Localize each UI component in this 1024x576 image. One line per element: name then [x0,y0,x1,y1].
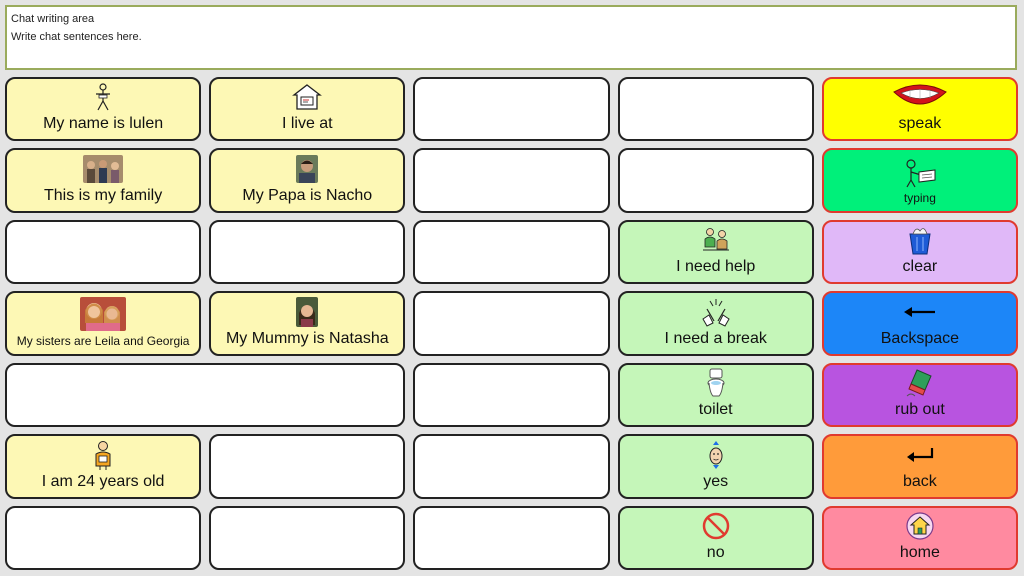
chat-placeholder: Write chat sentences here. [11,31,142,43]
name-button[interactable]: My name is lulen [5,77,202,142]
clear-button[interactable]: clear [821,219,1018,285]
chat-title: Chat writing area [11,13,95,25]
speak-label: speak [898,115,942,133]
empty-cell[interactable] [5,505,202,570]
home-button[interactable]: home [821,505,1018,570]
bin-icon [907,225,933,255]
toilet-button[interactable]: toilet [617,362,814,428]
empty-cell[interactable] [209,505,406,570]
name-label: My name is lulen [43,115,164,133]
papa-photo [296,154,319,184]
chat-writing-area[interactable]: Chat writing area Write chat sentences h… [5,5,1017,70]
backspace-label: Backspace [880,329,960,347]
mummy-label: My Mummy is Natasha [225,329,389,347]
empty-cell[interactable] [617,148,814,213]
family-photo [83,154,124,184]
typing-icon [903,158,937,188]
mouth-icon [892,82,948,112]
family-button[interactable]: This is my family [5,148,202,213]
break-button[interactable]: I need a break [617,291,814,356]
button-grid: My name is lulen I live at speak [5,77,1018,570]
speak-button[interactable]: speak [821,77,1018,142]
house-icon [292,82,323,112]
break-icon [699,297,733,327]
arrow-left-icon [903,297,937,327]
empty-cell[interactable] [413,291,610,356]
typing-button[interactable]: typing [821,148,1018,213]
papa-button[interactable]: My Papa is Nacho [209,148,406,213]
age-label: I am 24 years old [41,472,165,490]
yes-label: yes [703,472,729,490]
clear-label: clear [902,258,938,276]
help-label: I need help [676,258,756,276]
empty-wide-cell[interactable] [5,362,406,428]
no-label: no [706,544,725,561]
sisters-photo [80,296,127,331]
toilet-icon [706,368,726,398]
papa-label: My Papa is Nacho [242,186,373,204]
age-button[interactable]: I am 24 years old [5,434,202,499]
empty-cell[interactable] [617,77,814,142]
empty-cell[interactable] [209,219,406,285]
empty-cell[interactable] [413,362,610,428]
empty-cell[interactable] [209,434,406,499]
no-button[interactable]: no [617,505,814,570]
empty-cell[interactable] [413,148,610,213]
toilet-label: toilet [698,401,733,419]
break-label: I need a break [664,329,767,347]
person-icon [93,82,113,112]
rubout-button[interactable]: rub out [821,362,1018,428]
empty-cell[interactable] [413,219,610,285]
no-icon [701,511,731,541]
empty-cell[interactable] [5,219,202,285]
person-age-icon [91,440,115,470]
mummy-photo [296,296,319,327]
return-arrow-icon [905,440,935,470]
help-icon [701,225,731,255]
empty-cell[interactable] [413,505,610,570]
yes-button[interactable]: yes [617,434,814,499]
eraser-icon [905,368,935,398]
home-label: home [899,544,940,561]
family-label: This is my family [43,186,163,204]
empty-cell[interactable] [413,77,610,142]
yes-icon [707,440,725,470]
sisters-label: My sisters are Leila and Georgia [16,333,190,348]
live-button[interactable]: I live at [209,77,406,142]
mummy-button[interactable]: My Mummy is Natasha [209,291,406,356]
home-icon [905,511,935,541]
backspace-button[interactable]: Backspace [821,291,1018,356]
help-button[interactable]: I need help [617,219,814,285]
empty-cell[interactable] [413,434,610,499]
rubout-label: rub out [894,401,945,419]
sisters-button[interactable]: My sisters are Leila and Georgia [5,291,202,356]
back-button[interactable]: back [821,434,1018,499]
typing-label: typing [903,190,936,205]
live-label: I live at [281,115,333,133]
back-label: back [902,472,937,490]
